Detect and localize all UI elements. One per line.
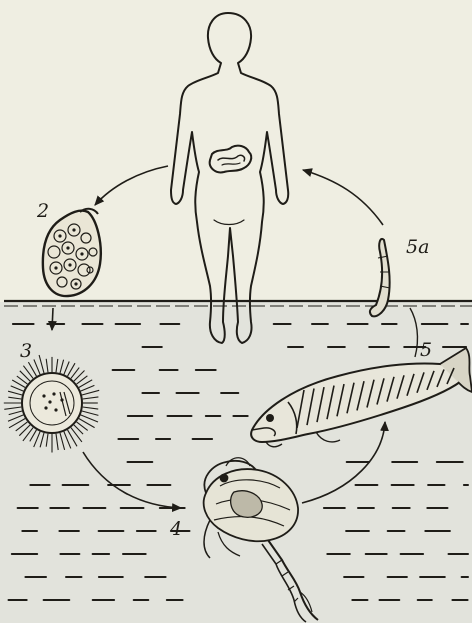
label-plerocercoid: 5a bbox=[406, 238, 429, 257]
arrow-egg-to-coracidium bbox=[52, 308, 53, 330]
label-copepod: 4 bbox=[170, 520, 182, 539]
label-egg: 2 bbox=[37, 202, 49, 221]
label-coracidium: 3 bbox=[20, 342, 32, 361]
label-fish: 5 bbox=[420, 341, 432, 360]
